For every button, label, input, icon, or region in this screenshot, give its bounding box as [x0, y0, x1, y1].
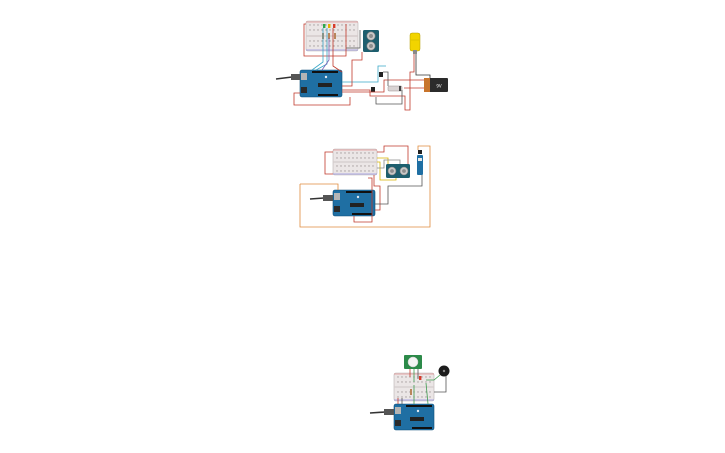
circuit-3[interactable] — [369, 355, 450, 431]
wires-1 — [293, 23, 431, 111]
usb-cable-3 — [369, 409, 394, 415]
ultrasonic-sensor-2[interactable] — [386, 164, 410, 178]
ultrasonic-sensor-1[interactable] — [363, 30, 379, 52]
usb-cable-2 — [309, 195, 333, 201]
battery-label: 9V — [436, 84, 442, 89]
usb-cable-1 — [275, 74, 300, 80]
circuit-2[interactable] — [299, 145, 431, 228]
piezo-buzzer[interactable] — [438, 365, 450, 377]
arduino-uno-1[interactable] — [299, 69, 343, 98]
servo-sensor-2[interactable] — [417, 150, 423, 175]
wires-2 — [299, 145, 431, 228]
led-3[interactable] — [410, 376, 422, 395]
circuit-1[interactable]: 9V — [275, 20, 448, 111]
arduino-uno-2[interactable] — [332, 189, 376, 217]
dc-motor[interactable] — [409, 32, 421, 54]
breadboard-1[interactable] — [305, 20, 359, 52]
wires-3 — [397, 369, 447, 405]
transistor-1[interactable] — [371, 72, 383, 92]
breadboard-2[interactable] — [332, 148, 378, 176]
battery-9v[interactable]: 9V — [424, 78, 448, 92]
arduino-uno-3[interactable] — [393, 403, 435, 431]
diode-1[interactable] — [387, 85, 403, 92]
pir-sensor[interactable] — [404, 355, 422, 369]
